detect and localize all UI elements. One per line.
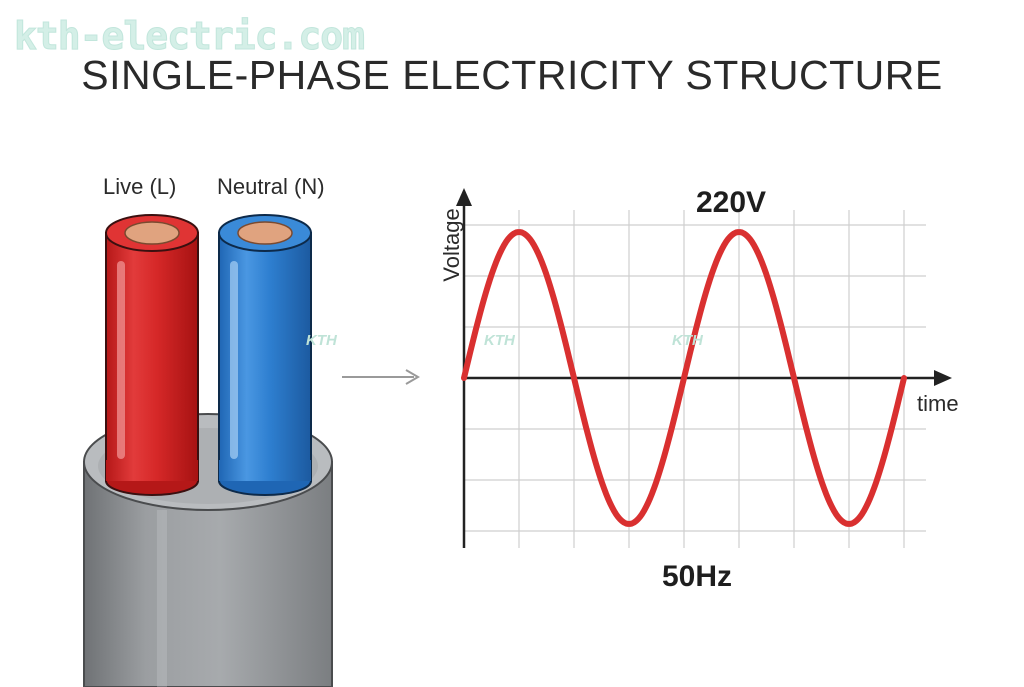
kth-logo-badge: KTH <box>306 332 337 349</box>
x-axis-arrowhead <box>934 370 952 386</box>
live-wire-label: Live (L) <box>103 174 177 199</box>
neutral-wire-label: Neutral (N) <box>217 174 325 199</box>
connector-arrow <box>342 369 420 385</box>
kth-logo-badge: KTH <box>672 332 703 349</box>
x-axis-label: time <box>917 391 959 416</box>
kth-logo-badge: KTH <box>484 332 515 349</box>
peak-voltage-label: 220V <box>696 186 767 219</box>
sine-wave-series <box>461 229 907 527</box>
live-wire <box>105 214 199 496</box>
frequency-label: 50Hz <box>662 560 733 593</box>
watermark: kth-electric.com <box>13 14 365 59</box>
neutral-wire <box>218 214 312 496</box>
page-title: SINGLE-PHASE ELECTRICITY STRUCTURE <box>81 52 943 98</box>
y-axis-arrowhead <box>456 188 472 206</box>
y-axis-label: Voltage <box>439 208 464 282</box>
